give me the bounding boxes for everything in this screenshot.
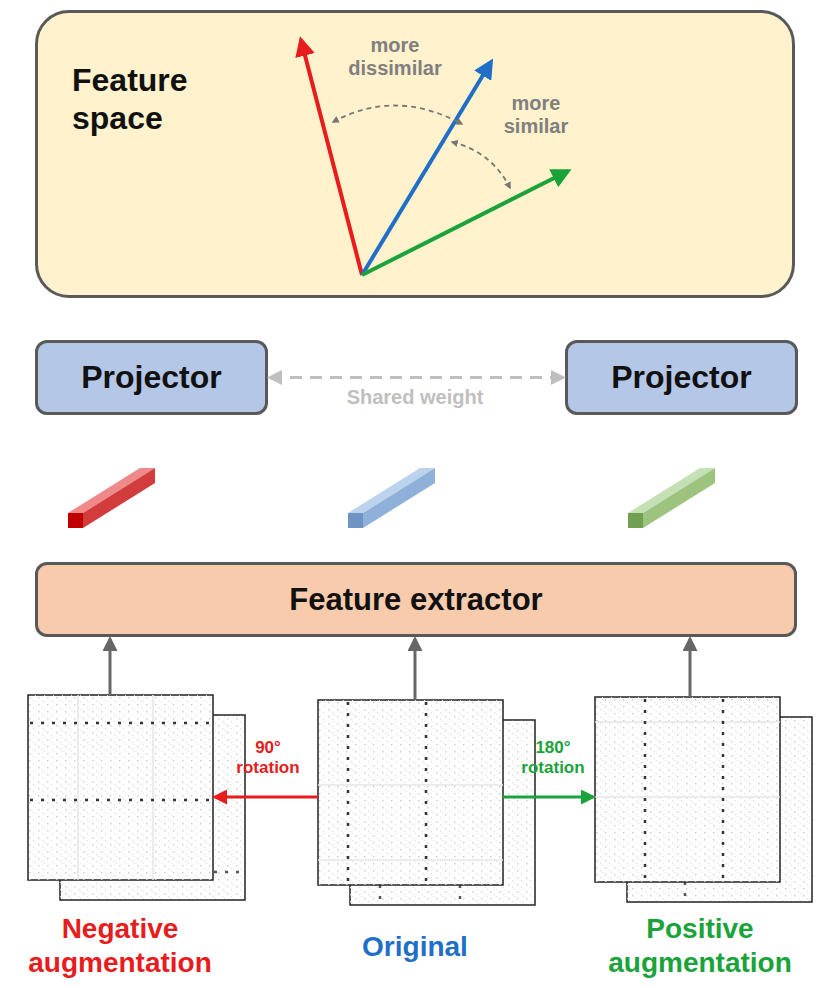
connector-arrow — [270, 376, 563, 379]
embedding-bar — [628, 468, 715, 528]
image-caption: Original — [305, 930, 525, 964]
edge-label: 90° rotation — [228, 738, 308, 777]
box-label: Feature extractor — [289, 581, 542, 618]
edge-label: Shared weight — [330, 386, 500, 409]
edge-label: 180° rotation — [513, 738, 593, 777]
connector-arrow — [689, 639, 692, 697]
similarity-note: more similar — [481, 92, 591, 138]
projector-box: Projector — [35, 340, 268, 415]
embedding-bar — [68, 468, 155, 528]
projector-box: Projector — [565, 340, 798, 415]
connector-arrow — [109, 639, 112, 695]
connector-arrow — [503, 796, 593, 799]
image-stack — [318, 700, 535, 905]
image-caption: Positive augmentation — [590, 912, 810, 979]
image-stack — [595, 697, 812, 902]
box-label: Projector — [611, 358, 751, 396]
connector-arrow — [414, 639, 417, 700]
panel-title: Feature space — [72, 61, 232, 138]
box-label: Projector — [81, 358, 221, 396]
embedding-bar — [348, 468, 435, 528]
image-caption: Negative augmentation — [10, 912, 230, 979]
image-stack — [28, 695, 245, 900]
connector-arrow — [215, 796, 318, 799]
similarity-note: more dissimilar — [333, 34, 458, 80]
feature-extractor-box: Feature extractor — [35, 562, 797, 637]
